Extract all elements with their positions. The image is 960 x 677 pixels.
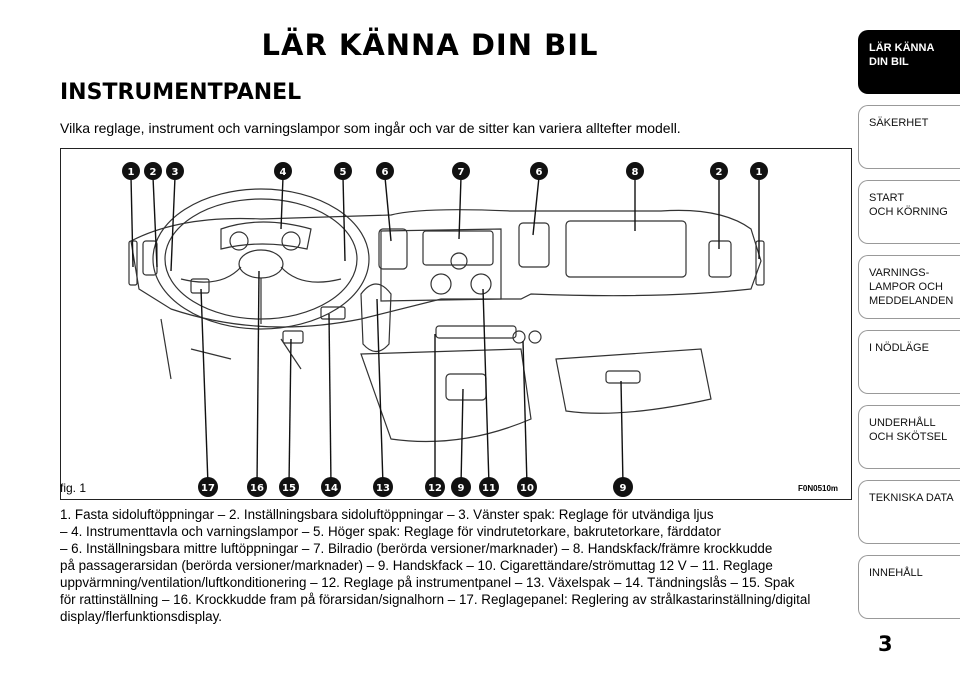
figure-code: F0N0510m	[798, 484, 839, 493]
callout-bottom-9b: 9	[613, 477, 633, 497]
callout-bottom-12-label: 12	[428, 483, 442, 494]
tab-label: TEKNISKA DATA	[869, 492, 954, 504]
callout-bottom-10-label: 10	[520, 483, 534, 494]
callout-top-7-label: 7	[458, 167, 465, 178]
tab-label: START OCH KÖRNING	[869, 192, 948, 218]
callout-bottom-17: 17	[198, 477, 218, 497]
callout-bottom-11: 11	[479, 477, 499, 497]
page-title: LÄR KÄNNA DIN BIL	[261, 28, 599, 62]
caption-line: för rattinställning – 16. Krockkudde fra…	[60, 592, 811, 607]
page-number: 3	[878, 632, 893, 656]
dashboard-illustration: 1 2 3 4 5 6 7 6 8 2 1 17 16 15 14 13 12 …	[122, 162, 768, 497]
caption-line: 1. Fasta sidoluftöppningar – 2. Inställn…	[60, 507, 714, 522]
callout-top-8-label: 8	[632, 167, 639, 178]
figure-label: fig. 1	[60, 481, 87, 495]
callout-top-5: 5	[334, 162, 352, 180]
callout-bottom-13: 13	[373, 477, 393, 497]
callout-bottom-16: 16	[247, 477, 267, 497]
callout-bottom-13-label: 13	[376, 483, 390, 494]
callout-bottom-10: 10	[517, 477, 537, 497]
callout-bottom-15: 15	[279, 477, 299, 497]
callout-bottom-9a: 9	[451, 477, 471, 497]
bottom-callout-group: 17 16 15 14 13 12 9 11 10 9	[198, 477, 633, 497]
callout-bottom-14-label: 14	[324, 483, 338, 494]
caption-line: display/flerfunktionsdisplay.	[60, 609, 223, 624]
tab-innehall[interactable]: INNEHÅLL	[858, 555, 960, 619]
dashboard-figure: 1 2 3 4 5 6 7 6 8 2 1 17 16 15 14 13 12 …	[60, 148, 852, 500]
tab-start-och-korning[interactable]: START OCH KÖRNING	[858, 180, 960, 244]
callout-bottom-17-label: 17	[201, 483, 215, 494]
tab-underhall[interactable]: UNDERHÅLL OCH SKÖTSEL	[858, 405, 960, 469]
tab-label: SÄKERHET	[869, 117, 929, 129]
tab-sakerhet[interactable]: SÄKERHET	[858, 105, 960, 169]
callout-top-3-label: 3	[172, 167, 179, 178]
tab-tekniska-data[interactable]: TEKNISKA DATA	[858, 480, 960, 544]
callout-bottom-16-label: 16	[250, 483, 264, 494]
callout-top-6a-label: 6	[382, 167, 389, 178]
tab-label: VARNINGS- LAMPOR OCH MEDDELANDEN	[869, 267, 954, 307]
top-callout-group: 1 2 3 4 5 6 7 6 8 2 1	[122, 162, 768, 180]
callout-top-6b: 6	[530, 162, 548, 180]
callout-top-3: 3	[166, 162, 184, 180]
caption-line: – 6. Inställningsbara mittre luftöppning…	[60, 541, 773, 556]
callout-top-7: 7	[452, 162, 470, 180]
callout-top-6b-label: 6	[536, 167, 543, 178]
caption-line: uppvärmning/ventilation/luftkonditioneri…	[60, 575, 795, 590]
callout-top-2-label: 2	[150, 167, 157, 178]
callout-top-5-label: 5	[340, 167, 347, 178]
callout-bottom-9b-label: 9	[620, 483, 627, 494]
callout-top-1-label: 1	[128, 167, 135, 178]
tab-label: UNDERHÅLL OCH SKÖTSEL	[869, 417, 948, 443]
callout-top-1: 1	[122, 162, 140, 180]
section-title: INSTRUMENTPANEL	[60, 80, 302, 105]
callout-top-2b-label: 2	[716, 167, 723, 178]
callout-top-1b-label: 1	[756, 167, 763, 178]
caption-line: – 4. Instrumenttavla och varningslampor …	[60, 524, 721, 539]
tab-label: LÄR KÄNNA DIN BIL	[869, 42, 935, 68]
intro-text: Vilka reglage, instrument och varningsla…	[60, 120, 681, 136]
callout-top-2b: 2	[710, 162, 728, 180]
tab-label: I NÖDLÄGE	[869, 342, 929, 354]
tab-label: INNEHÅLL	[869, 567, 923, 579]
callout-bottom-12: 12	[425, 477, 445, 497]
callout-top-4-label: 4	[280, 167, 287, 178]
callout-top-8: 8	[626, 162, 644, 180]
callout-bottom-11-label: 11	[482, 483, 496, 494]
callout-top-4: 4	[274, 162, 292, 180]
callout-top-1b: 1	[750, 162, 768, 180]
caption-line: på passagerarsidan (berörda versioner/ma…	[60, 558, 773, 573]
callout-bottom-9a-label: 9	[458, 483, 465, 494]
callout-bottom-14: 14	[321, 477, 341, 497]
callout-bottom-15-label: 15	[282, 483, 296, 494]
tab-varningslampor[interactable]: VARNINGS- LAMPOR OCH MEDDELANDEN	[858, 255, 960, 319]
callout-top-2: 2	[144, 162, 162, 180]
tab-lar-kanna-din-bil[interactable]: LÄR KÄNNA DIN BIL	[858, 30, 960, 94]
figure-caption: 1. Fasta sidoluftöppningar – 2. Inställn…	[60, 506, 830, 625]
callout-top-6a: 6	[376, 162, 394, 180]
tab-i-nodlage[interactable]: I NÖDLÄGE	[858, 330, 960, 394]
chapter-tabs: LÄR KÄNNA DIN BIL SÄKERHET START OCH KÖR…	[858, 30, 960, 630]
